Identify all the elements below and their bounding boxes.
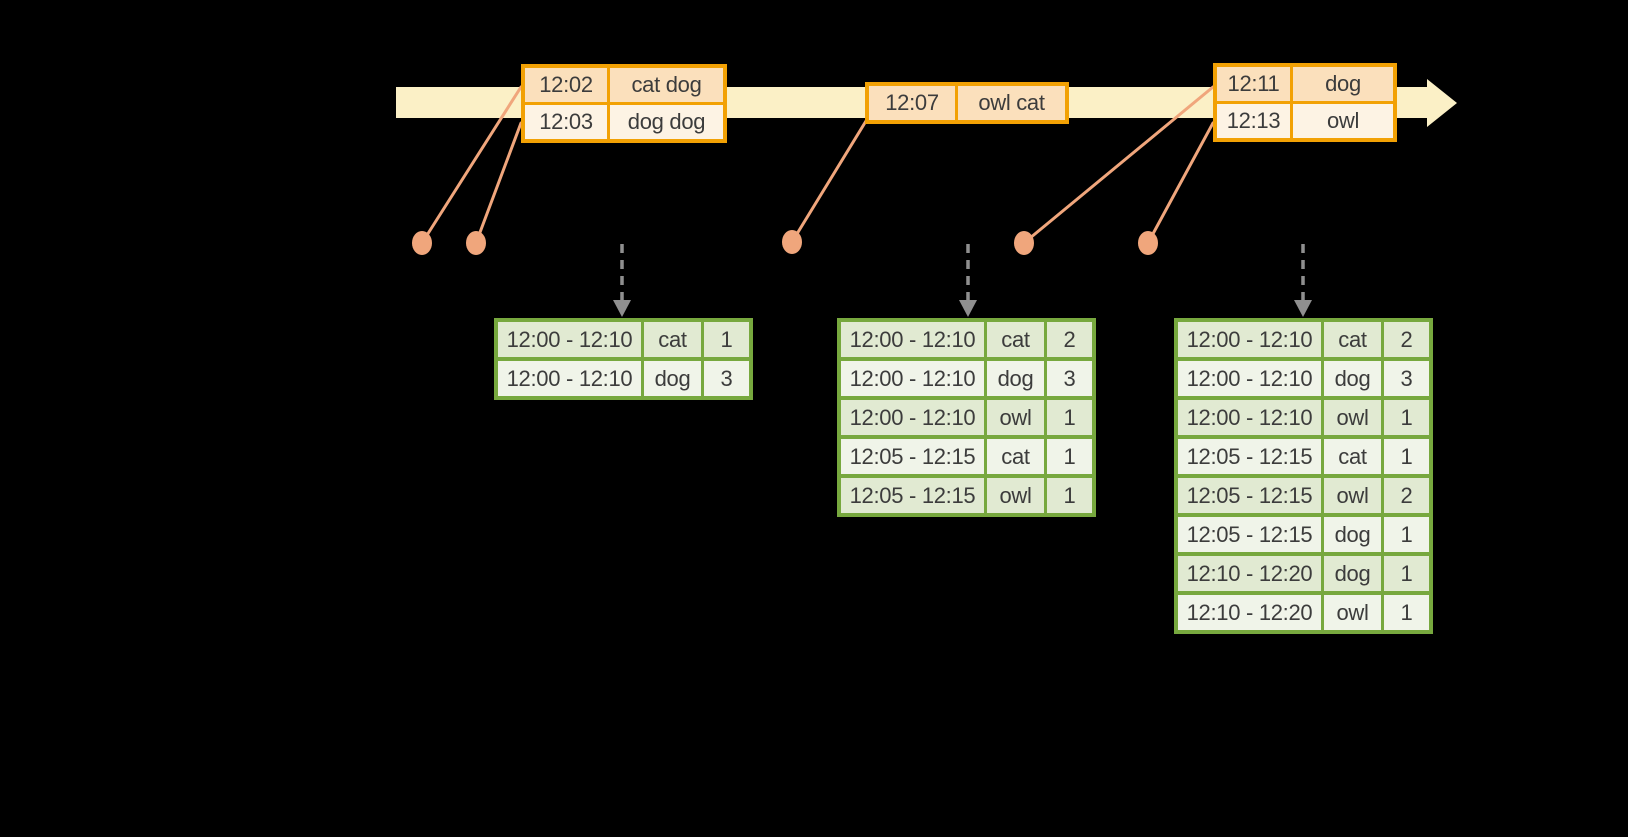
input-cell-words: dog (1293, 67, 1393, 101)
result-cell-word: dog (1324, 361, 1381, 396)
event-dot (412, 231, 432, 255)
result-cell-word: dog (644, 361, 701, 396)
event-connector-line (474, 121, 523, 245)
event-connector-line (1146, 121, 1215, 245)
input-cell-time: 12:11 (1217, 67, 1290, 101)
event-connector-line (790, 119, 868, 244)
result-cell-window: 12:05 - 12:15 (841, 478, 984, 513)
input-cell-words: dog dog (610, 105, 723, 139)
trigger-arrowhead-icon (613, 300, 631, 317)
event-dot (1138, 231, 1158, 255)
result-cell-window: 12:05 - 12:15 (1178, 439, 1321, 474)
result-cell-word: cat (987, 322, 1044, 357)
timeline-arrowhead-icon (1427, 79, 1457, 127)
event-dot (1014, 231, 1034, 255)
result-cell-window: 12:00 - 12:10 (498, 361, 641, 396)
result-cell-count: 3 (1047, 361, 1092, 396)
result-cell-count: 2 (1384, 478, 1429, 513)
result-cell-window: 12:05 - 12:15 (1178, 478, 1321, 513)
input-cell-time: 12:02 (525, 68, 607, 102)
result-cell-window: 12:10 - 12:20 (1178, 556, 1321, 591)
result-cell-count: 1 (1384, 517, 1429, 552)
result-cell-window: 12:00 - 12:10 (841, 400, 984, 435)
result-cell-count: 2 (1047, 322, 1092, 357)
result-cell-window: 12:05 - 12:15 (841, 439, 984, 474)
result-cell-count: 1 (1384, 556, 1429, 591)
result-cell-count: 1 (704, 322, 749, 357)
result-cell-window: 12:00 - 12:10 (841, 322, 984, 357)
result-cell-count: 2 (1384, 322, 1429, 357)
result-cell-count: 3 (704, 361, 749, 396)
result-cell-word: owl (1324, 478, 1381, 513)
result-cell-word: owl (1324, 595, 1381, 630)
event-connector-line (1022, 85, 1215, 245)
result-cell-count: 1 (1047, 400, 1092, 435)
result-cell-window: 12:00 - 12:10 (1178, 361, 1321, 396)
input-cell-time: 12:03 (525, 105, 607, 139)
input-cell-words: cat dog (610, 68, 723, 102)
result-cell-window: 12:00 - 12:10 (1178, 400, 1321, 435)
input-cell-time: 12:13 (1217, 104, 1290, 138)
input-cell-words: owl (1293, 104, 1393, 138)
result-cell-word: cat (987, 439, 1044, 474)
result-cell-word: cat (1324, 439, 1381, 474)
result-cell-window: 12:05 - 12:15 (1178, 517, 1321, 552)
result-cell-count: 1 (1384, 400, 1429, 435)
result-cell-count: 1 (1384, 595, 1429, 630)
result-cell-count: 1 (1047, 439, 1092, 474)
result-cell-word: cat (1324, 322, 1381, 357)
trigger-arrowhead-icon (1294, 300, 1312, 317)
result-cell-count: 3 (1384, 361, 1429, 396)
input-cell-words: owl cat (958, 86, 1065, 120)
result-cell-count: 1 (1384, 439, 1429, 474)
event-dot (782, 230, 802, 254)
input-cell-time: 12:07 (869, 86, 955, 120)
result-cell-window: 12:00 - 12:10 (1178, 322, 1321, 357)
result-cell-count: 1 (1047, 478, 1092, 513)
result-cell-window: 12:00 - 12:10 (841, 361, 984, 396)
result-cell-word: owl (987, 478, 1044, 513)
result-cell-word: dog (987, 361, 1044, 396)
result-cell-word: dog (1324, 517, 1381, 552)
trigger-arrowhead-icon (959, 300, 977, 317)
event-connector-line (420, 85, 523, 245)
event-dot (466, 231, 486, 255)
result-cell-window: 12:10 - 12:20 (1178, 595, 1321, 630)
result-cell-word: owl (1324, 400, 1381, 435)
result-cell-word: cat (644, 322, 701, 357)
result-cell-word: dog (1324, 556, 1381, 591)
result-cell-word: owl (987, 400, 1044, 435)
result-cell-window: 12:00 - 12:10 (498, 322, 641, 357)
